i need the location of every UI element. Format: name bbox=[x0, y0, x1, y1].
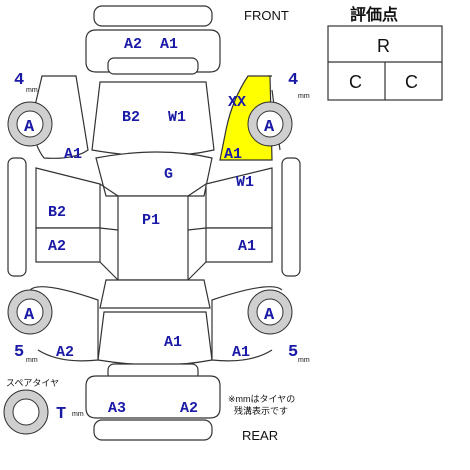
front-right-tire-letter: A bbox=[264, 118, 275, 137]
rear-left-tire-letter: A bbox=[24, 306, 35, 325]
right-quarter-outline bbox=[211, 286, 283, 362]
spare-tire-letter: T bbox=[56, 405, 66, 424]
rear-window bbox=[99, 279, 211, 309]
rear-right-tire bbox=[247, 289, 293, 335]
roof bbox=[117, 195, 189, 281]
rear-left-unit: mm bbox=[26, 357, 38, 364]
right-sill bbox=[281, 157, 301, 277]
code-right-quarter: A1 bbox=[232, 344, 250, 361]
spare-tire-label: スペアタイヤ bbox=[6, 378, 59, 388]
front-right-depth: 4 bbox=[288, 71, 298, 90]
windshield bbox=[95, 151, 213, 197]
rear-bumper bbox=[85, 375, 221, 419]
spare-tire bbox=[3, 389, 49, 435]
code-right-front-door: W1 bbox=[236, 174, 254, 191]
code-front-right-fender-top: XX bbox=[228, 94, 246, 111]
code-front-bumper-right: A1 bbox=[160, 36, 178, 53]
left-rear-door bbox=[35, 227, 101, 263]
front-left-tire-letter: A bbox=[24, 118, 35, 137]
front-left-unit: mm bbox=[26, 87, 38, 94]
code-front-bumper-left: A2 bbox=[124, 36, 142, 53]
grade-exterior: C bbox=[349, 72, 362, 92]
code-front-right-fender: A1 bbox=[224, 146, 242, 163]
code-left-front-door: B2 bbox=[48, 204, 66, 221]
code-rear-bumper-right: A2 bbox=[180, 400, 198, 417]
right-pillar bbox=[187, 183, 207, 281]
front-left-depth: 4 bbox=[14, 71, 24, 90]
left-front-door bbox=[35, 167, 101, 229]
tread-note-line2: 残溝表示です bbox=[234, 405, 288, 416]
grade-title: 評価点 bbox=[350, 5, 398, 24]
code-roof: P1 bbox=[142, 212, 160, 229]
tread-note-line1: ※mmはタイヤの bbox=[228, 394, 295, 404]
trunk bbox=[97, 311, 213, 366]
code-front-left-fender: A1 bbox=[64, 146, 82, 163]
code-hood-left: B2 bbox=[122, 109, 140, 126]
rear-left-depth: 5 bbox=[14, 343, 24, 362]
front-top-strip bbox=[93, 5, 213, 27]
front-grille bbox=[107, 57, 199, 75]
rear-label: REAR bbox=[242, 428, 278, 443]
front-left-tire bbox=[7, 101, 53, 147]
rear-left-tire bbox=[7, 289, 53, 335]
left-quarter-outline bbox=[29, 286, 99, 362]
spare-tire-unit: mm bbox=[72, 411, 84, 418]
front-right-unit: mm bbox=[298, 93, 310, 100]
rear-right-tire-letter: A bbox=[264, 306, 275, 325]
code-windshield: G bbox=[164, 166, 173, 183]
rear-right-unit: mm bbox=[298, 357, 310, 364]
rear-right-depth: 5 bbox=[288, 343, 298, 362]
front-right-tire bbox=[247, 101, 293, 147]
grade-table bbox=[327, 25, 443, 101]
code-rear-bumper-left: A3 bbox=[108, 400, 126, 417]
code-right-rear-door: A1 bbox=[238, 238, 256, 255]
code-left-rear-door: A2 bbox=[48, 238, 66, 255]
grade-interior: C bbox=[405, 72, 418, 92]
hood bbox=[91, 81, 215, 157]
front-label: FRONT bbox=[244, 8, 289, 23]
code-hood-right: W1 bbox=[168, 109, 186, 126]
left-pillar bbox=[99, 183, 119, 281]
code-left-quarter: A2 bbox=[56, 344, 74, 361]
grade-overall: R bbox=[377, 36, 390, 56]
code-trunk: A1 bbox=[164, 334, 182, 351]
left-sill bbox=[7, 157, 27, 277]
rear-bottom-strip bbox=[93, 419, 213, 441]
